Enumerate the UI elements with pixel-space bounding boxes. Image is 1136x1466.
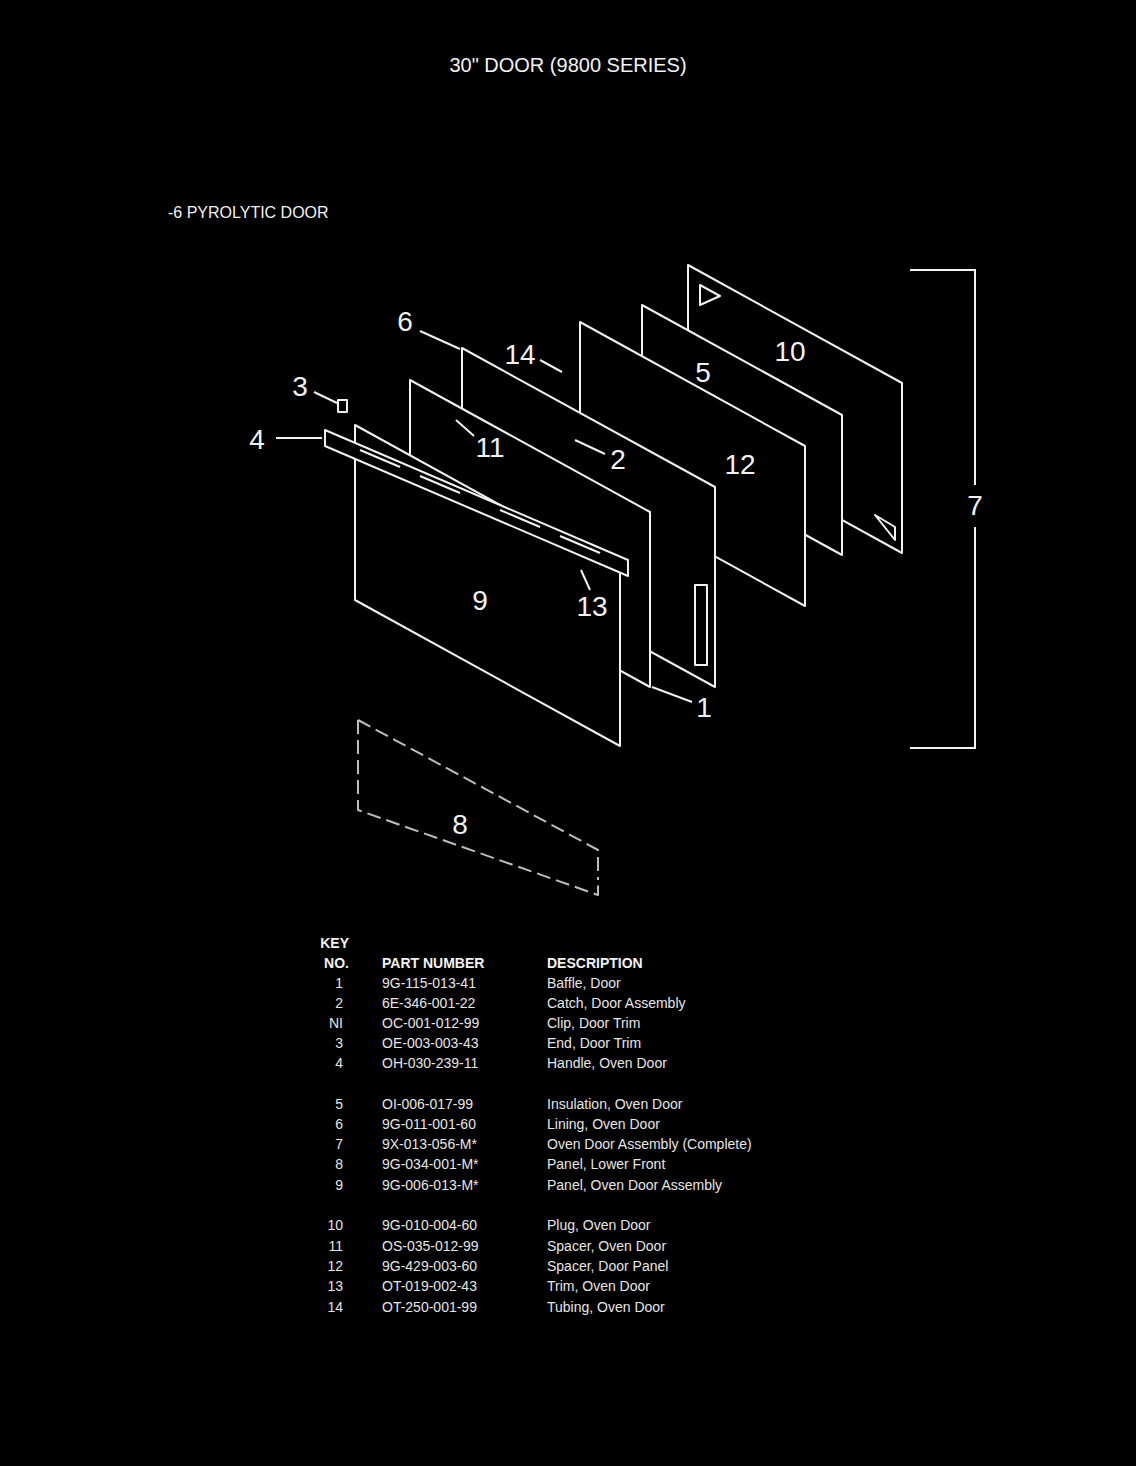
callout-number: 6	[397, 308, 413, 336]
handle	[325, 430, 628, 576]
lower-panel	[358, 720, 598, 895]
part-description: Handle, Oven Door	[547, 1056, 667, 1070]
key-number: 10	[327, 1218, 343, 1232]
vent-slot	[500, 510, 540, 527]
part-number: 9G-115-013-41	[382, 976, 476, 990]
part-description: Oven Door Assembly (Complete)	[547, 1137, 752, 1151]
part-number: 9G-010-004-60	[382, 1218, 477, 1232]
part-description: Spacer, Door Panel	[547, 1259, 668, 1273]
callout-number: 12	[724, 451, 755, 479]
subtitle: -6 PYROLYTIC DOOR	[168, 205, 329, 221]
part-number: 9G-006-013-M*	[382, 1178, 479, 1192]
part-description: Spacer, Oven Door	[547, 1239, 666, 1253]
callout-number: 14	[504, 341, 535, 369]
callout-number: 2	[610, 446, 626, 474]
part-description: Catch, Door Assembly	[547, 996, 686, 1010]
part-number: OE-003-003-43	[382, 1036, 479, 1050]
key-number: 2	[335, 996, 343, 1010]
callout-number: 9	[472, 587, 488, 615]
part-description: Lining, Oven Door	[547, 1117, 660, 1131]
part-number: 9G-429-003-60	[382, 1259, 477, 1273]
callout-number: 4	[249, 426, 265, 454]
key-number: 6	[335, 1117, 343, 1131]
table-header: DESCRIPTION	[547, 956, 643, 970]
part-number: OC-001-012-99	[382, 1016, 479, 1030]
leader-line	[575, 440, 605, 454]
leader-line	[581, 570, 590, 590]
table-header: PART NUMBER	[382, 956, 484, 970]
part-description: Insulation, Oven Door	[547, 1097, 682, 1111]
callout-number: 10	[774, 338, 805, 366]
key-number: 4	[335, 1056, 343, 1070]
part-number: OT-019-002-43	[382, 1279, 477, 1293]
callout-number: 11	[475, 434, 504, 462]
part-number: OS-035-012-99	[382, 1239, 479, 1253]
key-number: 11	[328, 1239, 343, 1253]
vent-slot	[360, 450, 400, 467]
part-number: 6E-346-001-22	[382, 996, 475, 1010]
part-description: Panel, Lower Front	[547, 1157, 665, 1171]
part-description: Tubing, Oven Door	[547, 1300, 665, 1314]
key-number: 5	[335, 1097, 343, 1111]
trim-end	[338, 400, 347, 412]
leader-line	[652, 687, 692, 702]
leader-line	[420, 331, 460, 349]
leader-line	[456, 420, 474, 436]
part-number: 9G-034-001-M*	[382, 1157, 479, 1171]
table-header: NO.	[324, 956, 349, 970]
part-description: Baffle, Door	[547, 976, 621, 990]
vent-slot	[420, 476, 460, 493]
leader-line	[276, 437, 322, 439]
part-description: Clip, Door Trim	[547, 1016, 640, 1030]
callout-number: 1	[696, 694, 712, 722]
leader-line	[314, 392, 337, 403]
part-number: 9X-013-056-M*	[382, 1137, 477, 1151]
page-title: 30" DOOR (9800 SERIES)	[449, 55, 686, 75]
key-number: 14	[327, 1300, 343, 1314]
hinge-bracket	[875, 515, 895, 540]
part-number: 9G-011-001-60	[382, 1117, 476, 1131]
part-number: OH-030-239-11	[382, 1056, 478, 1070]
leader-line	[540, 360, 562, 372]
table-header: KEY	[320, 936, 349, 950]
callout-number: 13	[576, 593, 607, 621]
key-number: 13	[327, 1279, 343, 1293]
callout-number: 7	[967, 492, 983, 520]
callout-number: 3	[292, 373, 308, 401]
callout-number: 5	[695, 359, 711, 387]
key-number: 8	[335, 1157, 343, 1171]
key-number: 7	[335, 1137, 343, 1151]
key-number: NI	[329, 1016, 343, 1030]
assembly-bracket	[910, 270, 975, 748]
part-number: OI-006-017-99	[382, 1097, 473, 1111]
vent-slot	[560, 536, 600, 553]
key-number: 1	[335, 976, 343, 990]
part-description: End, Door Trim	[547, 1036, 641, 1050]
hinge-bracket	[700, 285, 720, 305]
key-number: 3	[335, 1036, 343, 1050]
catch	[695, 585, 707, 665]
part-description: Plug, Oven Door	[547, 1218, 651, 1232]
part-description: Panel, Oven Door Assembly	[547, 1178, 722, 1192]
callout-number: 8	[452, 811, 468, 839]
part-description: Trim, Oven Door	[547, 1279, 650, 1293]
key-number: 12	[327, 1259, 343, 1273]
part-number: OT-250-001-99	[382, 1300, 477, 1314]
key-number: 9	[335, 1178, 343, 1192]
